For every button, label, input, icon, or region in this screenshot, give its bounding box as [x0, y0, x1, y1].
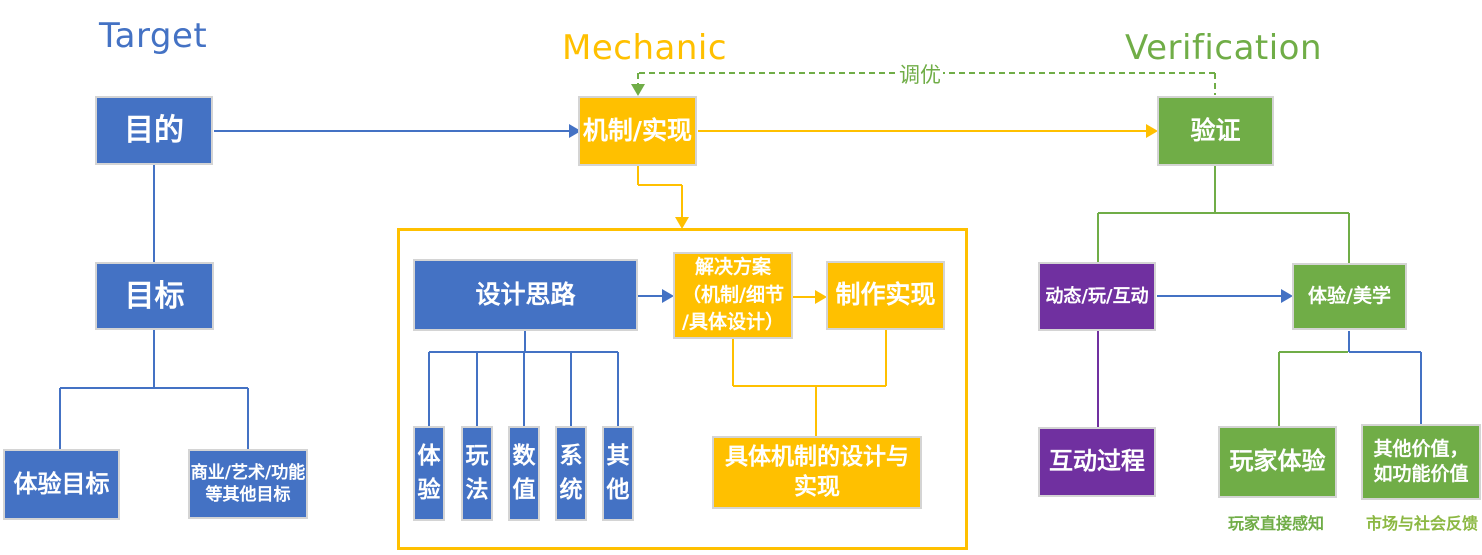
connector-aesthetics-to-other-value [1348, 331, 1422, 424]
node-concrete-implementation: 具体机制的设计与 实现 [712, 436, 922, 509]
connector-solution-to-production [793, 290, 827, 304]
node-aspect-gameplay: 玩法 [461, 426, 493, 521]
node-goal: 目标 [95, 262, 214, 330]
arrowhead-right-icon [1146, 124, 1158, 138]
node-aspect-numeric: 数值 [508, 426, 540, 521]
connector-aesthetics-to-player-exp [1278, 351, 1348, 426]
caption-player-perception: 玩家直接感知 [1228, 514, 1325, 533]
arrowhead-right-icon [1281, 289, 1293, 303]
connector-mechanic-to-verification [698, 124, 1158, 138]
node-experience-goal: 体验目标 [3, 449, 120, 520]
connector-purpose-to-mechanic [214, 124, 581, 138]
node-aspect-system: 系统 [555, 426, 587, 521]
node-other-goals: 商业/艺术/功能 等其他目标 [188, 449, 308, 519]
section-title-verification: Verification [1125, 28, 1323, 68]
mechanic-detail-panel [397, 228, 968, 550]
node-design-idea: 设计思路 [413, 259, 638, 331]
connector-mechanic-to-panel [637, 166, 689, 229]
connector-dynamics-to-aesthetics [1157, 289, 1293, 303]
node-aspect-other: 其他 [602, 426, 634, 521]
arrowhead-right-icon [569, 124, 581, 138]
node-mechanic-implementation: 机制/实现 [578, 96, 697, 166]
connector-tuning-feedback [637, 72, 1216, 95]
node-interaction-process: 互动过程 [1038, 427, 1156, 497]
node-other-value: 其他价值， 如功能价值 [1361, 424, 1481, 500]
section-title-target: Target [99, 16, 208, 56]
arrowhead-down-icon [675, 217, 689, 229]
caption-market-feedback: 市场与社会反馈 [1366, 514, 1479, 533]
node-solution: 解决方案 （机制/细节 /具体设计） [673, 252, 793, 339]
node-player-experience: 玩家体验 [1218, 426, 1337, 498]
connector-merge-to-concrete [732, 330, 887, 436]
arrowhead-right-icon [662, 289, 674, 303]
connector-design-fanout [428, 331, 619, 426]
arrowhead-down-icon [631, 84, 645, 96]
node-production: 制作实现 [826, 261, 945, 330]
node-purpose: 目的 [95, 96, 213, 165]
node-aspect-experience: 体验 [413, 426, 445, 521]
node-dynamics-play-interaction: 动态/玩/互动 [1038, 262, 1156, 331]
section-title-mechanic: Mechanic [562, 28, 728, 68]
node-experience-aesthetics: 体验/美学 [1292, 263, 1407, 330]
label-tuning: 调优 [897, 59, 943, 89]
connector-verification-branch [1097, 166, 1350, 263]
node-verification: 验证 [1157, 96, 1274, 166]
connector-goal-branch [59, 330, 249, 449]
connector-design-to-solution [638, 289, 674, 303]
arrowhead-right-icon [815, 290, 827, 304]
